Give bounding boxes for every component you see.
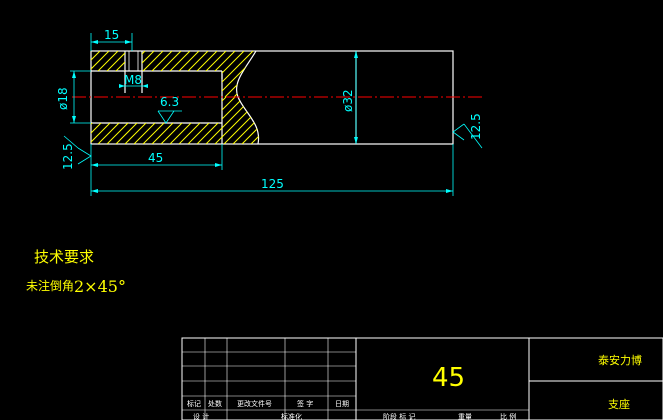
- roughness-left-label: 12.5: [61, 143, 75, 170]
- hatch-line: [215, 51, 256, 97]
- hatch-line: [270, 51, 316, 97]
- title-block-header-mark: 标记: [187, 399, 201, 408]
- hatch-line: [91, 51, 101, 97]
- section-hatch-bottom: [91, 97, 343, 144]
- dim-dia18-label: ø18: [56, 87, 70, 110]
- hatch-line: [287, 97, 334, 144]
- hatch-line: [91, 51, 128, 97]
- hatch-line: [115, 97, 164, 144]
- dim-dia32-label: ø32: [341, 89, 355, 112]
- hatch-line: [250, 97, 259, 144]
- hatch-line: [179, 51, 227, 97]
- hatch-line: [91, 51, 110, 97]
- hatch-line: [206, 51, 254, 97]
- hatch-line: [106, 97, 155, 144]
- hatch-line: [205, 97, 254, 144]
- hatch-line: [260, 97, 307, 144]
- hatch-line: [251, 51, 256, 97]
- hatch-line: [143, 51, 191, 97]
- hatch-line: [241, 97, 259, 144]
- chamfer-note-text: 未注倒角: [26, 278, 74, 293]
- title-block-part-name: 支座: [608, 397, 630, 411]
- hatch-line: [296, 97, 343, 144]
- title-block-header-doc: 更改文件号: [237, 399, 272, 408]
- roughness-6-3-label: 6.3: [160, 95, 179, 109]
- title-block-stage: 阶段 标 记: [383, 412, 415, 420]
- roughness-right-label: 12.5: [469, 113, 483, 140]
- hatch-line: [178, 97, 227, 144]
- hatch-line: [97, 97, 146, 144]
- hatch-line: [224, 51, 256, 97]
- title-block: [181, 337, 663, 420]
- hatch-line: [91, 51, 119, 97]
- hatch-line: [297, 51, 343, 97]
- hatch-line: [91, 97, 137, 144]
- title-block-company: 泰安力博: [598, 353, 642, 367]
- hatch-line: [91, 97, 119, 144]
- hatch-line: [161, 51, 209, 97]
- dim-15-label: 15: [104, 28, 119, 42]
- dim-125-label: 125: [261, 177, 284, 191]
- hatch-line: [188, 51, 236, 97]
- dim-45-label: 45: [148, 151, 163, 165]
- hatch-line: [91, 97, 128, 144]
- title-block-material: 45: [432, 363, 465, 393]
- hatch-line: [232, 97, 259, 144]
- hatch-line: [288, 51, 334, 97]
- title-block-scale: 比 例: [500, 412, 516, 420]
- hatch-line: [187, 97, 236, 144]
- title-block-standard: 标准化: [281, 412, 302, 420]
- tech-requirements-title: 技术要求: [34, 248, 94, 266]
- hatch-line: [269, 97, 316, 144]
- title-block-weight: 重量: [458, 413, 472, 420]
- hatch-line: [152, 51, 200, 97]
- hatch-line: [223, 97, 259, 144]
- hatch-line: [170, 51, 218, 97]
- title-block-header-count: 处数: [208, 399, 222, 408]
- dimension-lines: [63, 33, 483, 196]
- hatch-line: [261, 51, 307, 97]
- title-block-designer: 设 计: [193, 412, 209, 420]
- chamfer-note-value: 2×45°: [74, 277, 126, 296]
- hatch-line: [279, 51, 325, 97]
- title-block-header-date: 日期: [335, 400, 349, 408]
- dimension-arrows: [72, 40, 453, 193]
- hatch-line: [196, 97, 245, 144]
- hatch-line: [278, 97, 325, 144]
- title-block-header-sign: 签 字: [297, 399, 313, 408]
- hatch-line: [242, 51, 256, 97]
- dim-m8-label: M8: [124, 73, 142, 87]
